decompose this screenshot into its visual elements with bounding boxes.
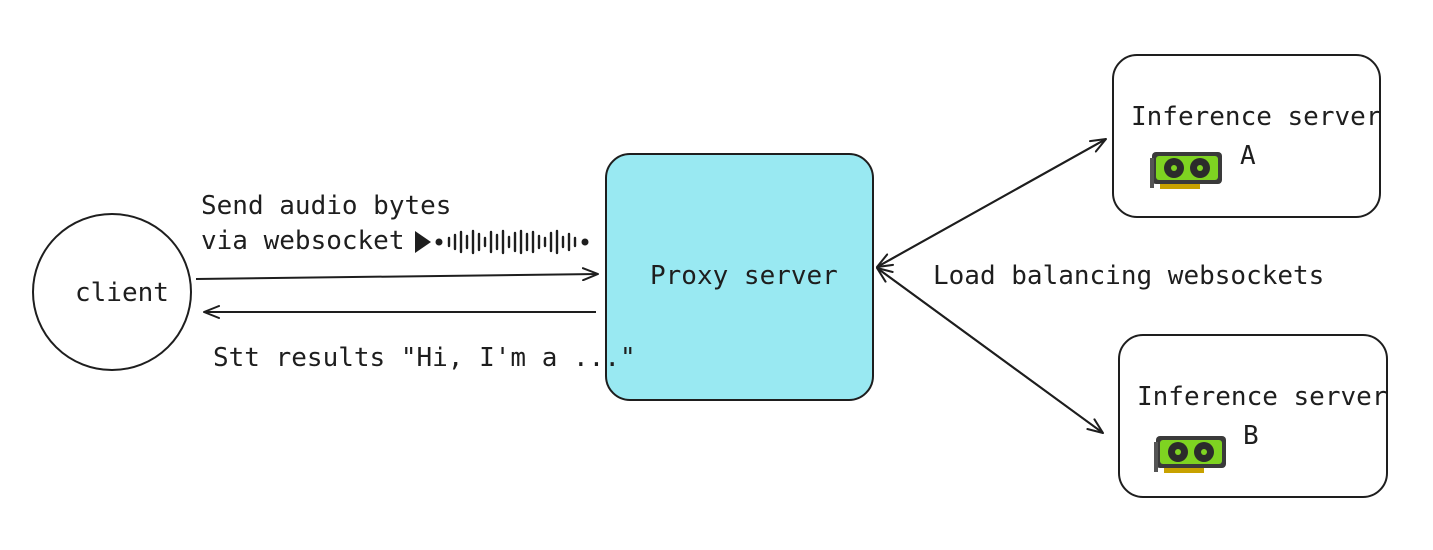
proxy-server-node (605, 153, 874, 401)
server-b-tag: B (1243, 421, 1259, 451)
audio-waveform-icon (415, 229, 589, 255)
gpu-card-icon (1150, 152, 1222, 189)
server-a-title: Inference server (1131, 102, 1382, 132)
client-label: client (75, 278, 169, 308)
stt-results-label: Stt results "Hi, I'm a ..." (213, 343, 636, 373)
send-audio-label-line1: Send audio bytes (201, 191, 452, 221)
send-audio-label-line2: via websocket (201, 226, 405, 256)
proxy-server-label: Proxy server (650, 261, 838, 291)
send-audio-arrow (195, 267, 599, 282)
server-a-tag: A (1240, 141, 1256, 171)
inference-server-a-node (1112, 54, 1381, 218)
client-node (32, 213, 192, 371)
server-b-to-proxy-arrow (876, 267, 1104, 434)
gpu-card-icon (1154, 436, 1226, 473)
load-balancing-label: Load balancing websockets (933, 261, 1325, 291)
server-a-to-proxy-arrow (876, 138, 1107, 268)
inference-server-b-node (1118, 334, 1388, 498)
server-b-title: Inference server (1137, 382, 1388, 412)
